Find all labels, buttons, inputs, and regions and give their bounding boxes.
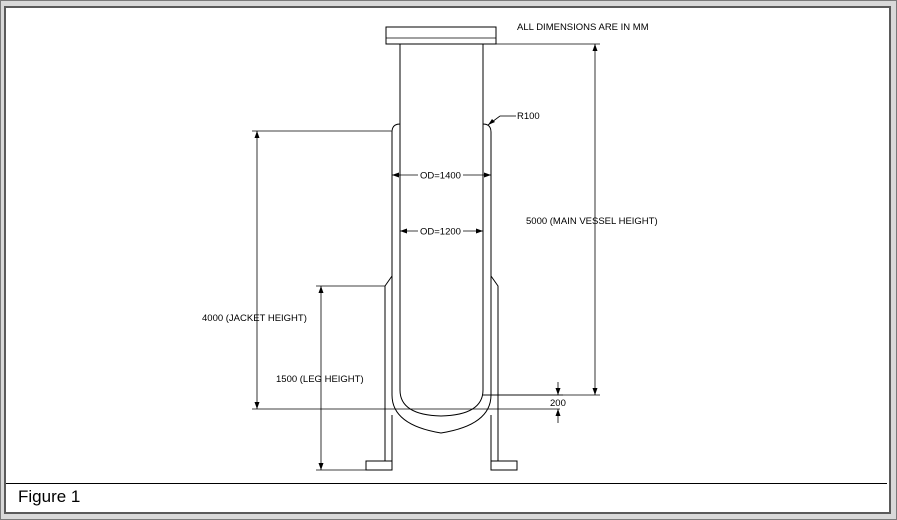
leg-right [490, 275, 518, 471]
jacket-shell [391, 123, 492, 434]
bottom-gap-label: 200 [550, 398, 566, 409]
jacket-height-label: 4000 (JACKET HEIGHT) [202, 313, 307, 324]
od-vessel-dimension [400, 228, 483, 234]
leg-left [365, 275, 393, 471]
caption-bar: Figure 1 [6, 483, 887, 510]
leg-height-dimension [316, 285, 385, 471]
radius-label: R100 [517, 111, 540, 122]
leg-height-label: 1500 (LEG HEIGHT) [276, 374, 364, 385]
figure-caption: Figure 1 [18, 487, 81, 506]
top-flange [385, 26, 497, 45]
figure-frame [4, 6, 891, 514]
jacket-height-dimension [252, 130, 560, 410]
od-jacket-label: OD=1400 [420, 171, 461, 182]
main-vessel-height-label: 5000 (MAIN VESSEL HEIGHT) [526, 216, 658, 227]
vessel-drawing: OD=1400 OD=1200 R100 5000 (MAIN VESSEL H… [202, 22, 658, 471]
od-jacket-dimension [392, 172, 491, 178]
main-vessel-shell [399, 44, 484, 417]
bottom-gap-dimension [483, 382, 563, 423]
dimension-note: ALL DIMENSIONS ARE IN MM [517, 22, 649, 33]
od-vessel-label: OD=1200 [420, 227, 461, 238]
radius-leader [487, 115, 516, 126]
